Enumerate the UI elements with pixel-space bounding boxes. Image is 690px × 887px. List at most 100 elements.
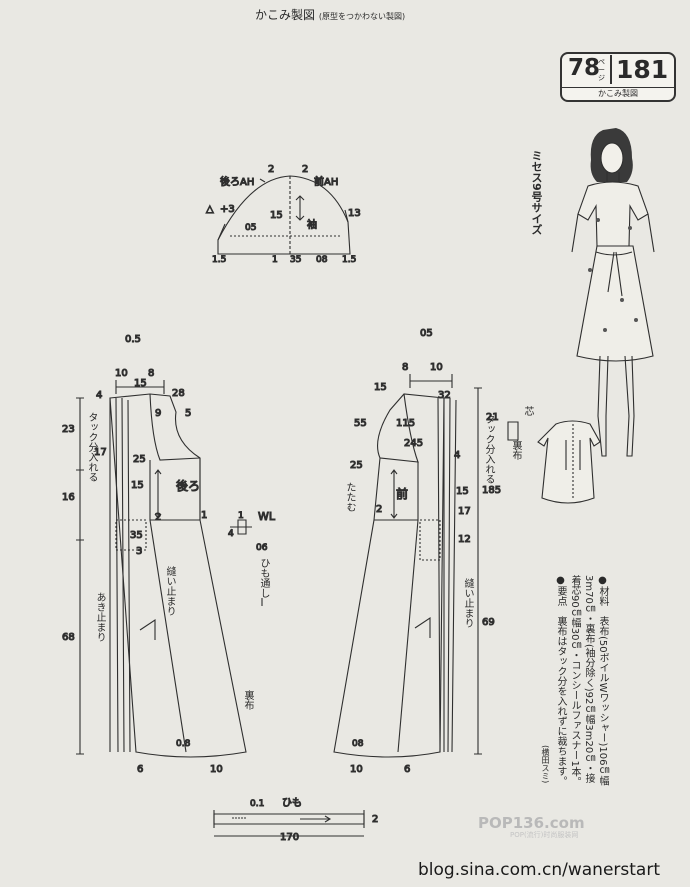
facing-lining-label: 裏布	[510, 440, 521, 460]
tie-pattern	[213, 810, 365, 837]
front-label: 前	[396, 486, 408, 501]
sleeve-n15: 15	[270, 210, 283, 221]
note-line: 着芯90㎝幅30㎝・コンシールファスナー1本。	[569, 575, 580, 787]
wl-himo-label: ひも通し	[258, 558, 269, 598]
page-unit: ページ	[598, 58, 605, 82]
front-n8: 8	[402, 362, 408, 373]
back-n05: 0.5	[125, 334, 141, 345]
note-line: 3m70㎝・裏布(袖分除く)92㎝幅3m20㎝・接	[583, 575, 594, 784]
sleeve-n1: 1	[272, 255, 278, 265]
sleeve-n15r: 1.5	[342, 255, 356, 265]
back-n08: 0.8	[176, 739, 191, 749]
sleeve-back-ah: 後ろAH	[220, 175, 254, 188]
sleeve-pattern	[217, 175, 351, 255]
sleeve-n08: 08	[316, 255, 328, 265]
sleeve-n05: 05	[245, 223, 256, 233]
interfacing-label: 芯	[522, 406, 533, 416]
back-bodice-pattern	[76, 380, 247, 758]
back-tuck-note: タック分入れる	[86, 412, 97, 482]
front-n32: 32	[438, 390, 451, 401]
back-n35: 35	[130, 530, 143, 541]
front-n12: 12	[458, 534, 471, 545]
back-n15b: 15	[131, 480, 144, 491]
wl-n06: 06	[256, 543, 268, 553]
front-n69: 69	[482, 617, 495, 628]
back-n16: 16	[62, 492, 75, 503]
sleeve-plus3: +3	[220, 204, 235, 215]
back-n28: 28	[172, 388, 185, 399]
back-n2: 2	[155, 512, 161, 523]
page-header: かこみ製図 (原型をつかわない製図)	[255, 6, 405, 23]
front-tatamu: たたむ	[344, 482, 355, 512]
sleeve-front-ah: 前AH	[314, 175, 338, 188]
page-number-2: 181	[610, 55, 668, 84]
page-number-1: 78	[568, 55, 601, 81]
front-n15: 15	[374, 382, 387, 393]
watermark-brand: POP136.com	[478, 814, 585, 832]
materials-notes: ●材料 表布(50ボイルWワッシャー)106㎝幅 3m70㎝・裏布(袖分除く)9…	[553, 575, 609, 787]
note-line: ●材料 表布(50ボイルWワッシャー)106㎝幅	[597, 575, 608, 786]
sleeve-n15l: 1.5	[212, 255, 226, 265]
front-n115: 115	[396, 418, 415, 429]
tie-label: ひも	[282, 797, 302, 809]
dress-illustration	[571, 128, 655, 457]
page-ref-label: かこみ製図	[562, 87, 674, 99]
front-n6: 6	[404, 764, 410, 775]
page-reference-box: 78 ページ 181 かこみ製図	[560, 52, 676, 102]
back-n10: 10	[115, 368, 128, 379]
sleeve-n13: 13	[348, 208, 361, 219]
back-n17: 17	[94, 447, 107, 458]
header-title: かこみ製図	[255, 8, 316, 22]
sleeve-delta: △	[206, 204, 214, 215]
front-bodice-pattern	[333, 374, 482, 758]
header-subtitle: (原型をつかわない製図)	[318, 12, 406, 21]
sleeve-label: 袖	[307, 218, 317, 231]
watermark-sub: POP(流行)时尚服装网	[510, 831, 579, 839]
back-n68: 68	[62, 632, 75, 643]
front-n21: 21	[486, 412, 499, 423]
tie-n2: 2	[372, 814, 378, 825]
front-n4: 4	[454, 450, 460, 461]
front-n17: 17	[458, 506, 471, 517]
back-n4a: 4	[96, 390, 102, 401]
front-n15b: 15	[456, 486, 469, 497]
lining-label: 裏布	[242, 690, 253, 710]
back-opening-stop: あき止まり	[94, 592, 105, 642]
wl-label: WL	[258, 510, 276, 523]
sleeve-n35: 35	[290, 255, 301, 265]
back-n6: 6	[137, 764, 143, 775]
back-n5: 5	[185, 408, 191, 419]
back-n15: 15	[134, 378, 147, 389]
back-n10b: 10	[210, 764, 223, 775]
front-n55: 55	[354, 418, 367, 429]
front-n2: 2	[376, 504, 382, 515]
front-n05: 05	[420, 328, 433, 339]
wl-tab-detail	[230, 519, 263, 606]
wl-n1: 1	[238, 511, 244, 521]
back-n3: 3	[136, 546, 142, 557]
front-tuck-note: タック分入れる	[483, 414, 494, 484]
facing-mark	[507, 421, 519, 441]
back-n23: 23	[62, 424, 75, 435]
designer-credit: (横田スミ)	[541, 745, 550, 784]
wl-n4: 4	[228, 529, 234, 539]
back-n25: 25	[133, 454, 146, 465]
front-n08: 08	[352, 739, 364, 749]
front-n10: 10	[430, 362, 443, 373]
dress-back-view	[537, 420, 601, 504]
sleeve-n2b: 2	[302, 164, 308, 175]
front-stitch-stop: 縫い止まり	[462, 578, 473, 628]
tie-n01: 0.1	[250, 799, 264, 809]
back-n8: 8	[148, 368, 154, 379]
tie-n170: 170	[280, 832, 299, 843]
blog-url: blog.sina.com.cn/wanerstart	[418, 860, 660, 880]
front-n25: 25	[350, 460, 363, 471]
back-n1: 1	[201, 510, 207, 521]
back-n9: 9	[155, 408, 161, 419]
note-line: ●要点 裏布はタック分を入れずに裁ちます。	[555, 575, 566, 786]
front-n185: 185	[482, 485, 501, 496]
front-n245: 245	[404, 438, 423, 449]
back-label: 後ろ	[176, 479, 200, 493]
back-stitch-stop: 縫い止まり	[164, 566, 175, 616]
